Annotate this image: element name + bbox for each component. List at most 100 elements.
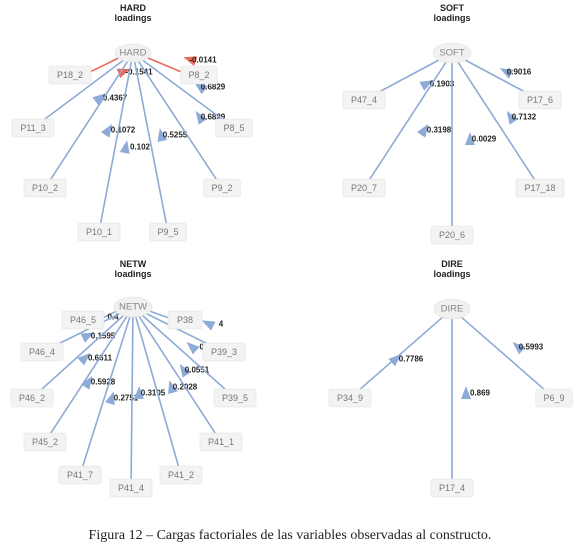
edge-arrowhead	[195, 110, 208, 125]
panel-subtitle: loadings	[433, 13, 470, 23]
loading-edge	[49, 313, 120, 349]
edge-arrowhead	[499, 68, 514, 79]
edge-arrowhead	[80, 375, 93, 390]
panel-title: HARD	[120, 3, 146, 13]
indicator-node: P17_4	[430, 478, 474, 498]
construct-label: DIRE	[441, 304, 464, 315]
panel-title: NETW	[120, 259, 147, 269]
indicator-label: P41_2	[168, 470, 194, 480]
loading-edge	[142, 59, 228, 124]
loading-value: 0.1903	[430, 80, 455, 89]
indicator-label: P47_4	[351, 95, 377, 105]
indicator-label: P41_7	[67, 470, 93, 480]
indicator-label: P10_1	[86, 227, 112, 237]
indicator-label: P46_4	[29, 347, 55, 357]
panel-netw: NETWloadings0.40.15950.66110.59280.27510…	[10, 259, 257, 498]
loading-edge	[457, 62, 536, 181]
loading-value: 0.4367	[103, 94, 128, 103]
edge-arrowhead	[100, 123, 113, 138]
indicator-node: P46_4	[20, 342, 64, 362]
edge-arrowhead	[119, 140, 130, 154]
loading-edge	[133, 61, 168, 224]
indicator-node: P41_1	[199, 432, 243, 452]
edge-arrowhead	[461, 386, 471, 399]
loading-edge	[138, 316, 217, 435]
edge-arrowhead	[133, 386, 144, 400]
indicator-node: P9_2	[203, 178, 241, 198]
edge-arrowhead	[388, 354, 402, 367]
loading-value: 0.6829	[201, 83, 226, 92]
indicator-node: P46_5	[61, 310, 105, 330]
indicator-node: P45_2	[23, 432, 67, 452]
indicator-node: P6_9	[535, 388, 573, 408]
indicator-node: P47_4	[342, 90, 386, 110]
indicator-label: P41_1	[208, 437, 234, 447]
loading-edge	[461, 316, 548, 393]
panel-subtitle: loadings	[114, 13, 151, 23]
loading-value: 0.1072	[111, 126, 136, 135]
edge-arrowhead	[512, 342, 526, 355]
loading-value: -0.1541	[125, 68, 153, 77]
indicator-node: P41_4	[109, 478, 153, 498]
indicator-label: P20_7	[351, 183, 377, 193]
loading-value: 0.0029	[472, 135, 497, 144]
loading-value: 0.3105	[141, 389, 166, 398]
loading-value: 0.5993	[519, 343, 544, 352]
indicator-node: P41_2	[159, 465, 203, 485]
construct-label: HARD	[120, 48, 147, 59]
loading-edge	[149, 310, 169, 319]
loading-edge	[39, 59, 124, 124]
construct-node: SOFT	[432, 42, 472, 64]
loading-edge	[49, 316, 128, 435]
loading-edge	[356, 316, 443, 393]
indicator-label: P41_4	[118, 483, 144, 493]
indicator-label: P34_9	[337, 393, 363, 403]
indicator-label: P8_2	[188, 70, 209, 80]
loading-value: 0.9016	[507, 68, 532, 77]
loading-edge	[146, 313, 217, 349]
indicator-label: P17_6	[527, 95, 553, 105]
loading-edge	[81, 316, 131, 467]
edge-arrowhead	[80, 332, 95, 343]
indicator-label: P46_2	[19, 393, 45, 403]
indicator-node: P17_18	[515, 178, 565, 198]
indicator-label: P6_9	[543, 393, 564, 403]
loadings-diagram: HARDloadings-0.15410.43670.10720.1020.52…	[10, 3, 573, 498]
loading-value: 0.869	[470, 389, 491, 398]
indicator-node: P11_3	[11, 118, 55, 138]
indicator-label: P17_4	[439, 483, 465, 493]
loading-edge	[464, 59, 533, 97]
indicator-node: P39_5	[213, 388, 257, 408]
figure-caption: Figura 12 – Cargas factoriales de las va…	[88, 528, 492, 543]
edge-arrowhead	[92, 93, 106, 106]
edge-arrowhead	[179, 363, 192, 378]
loading-value: 0.1595	[91, 332, 116, 341]
construct-node: HARD	[114, 43, 152, 63]
indicator-node: P10_1	[77, 222, 121, 242]
indicator-node: P20_6	[430, 225, 474, 245]
edge-arrowhead	[194, 82, 208, 95]
loading-value: 0.5255	[163, 131, 188, 140]
loading-edge	[130, 316, 134, 480]
loading-value: 0.2751	[114, 394, 139, 403]
loading-edge	[147, 57, 183, 73]
loading-edge	[102, 310, 117, 319]
edge-arrowhead	[419, 80, 434, 91]
loading-value: 0.102	[130, 143, 151, 152]
loading-edge	[371, 59, 440, 97]
indicator-node: P9_5	[149, 222, 187, 242]
indicator-node: P39_3	[202, 342, 246, 362]
edge-arrowhead	[157, 128, 168, 142]
indicator-label: P46_5	[70, 315, 96, 325]
loading-value: 0.7786	[399, 355, 424, 364]
panel-hard: HARDloadings-0.15410.43670.10720.1020.52…	[11, 3, 253, 242]
indicator-node: P18_2	[48, 65, 92, 85]
loading-edge	[368, 62, 447, 181]
panel-subtitle: loadings	[114, 269, 151, 279]
edge-arrowhead	[168, 380, 178, 395]
indicator-label: P39_3	[211, 347, 237, 357]
indicator-node: P41_7	[58, 465, 102, 485]
indicator-label: P20_6	[439, 230, 465, 240]
loading-edge	[49, 61, 129, 181]
indicator-label: P9_5	[157, 227, 178, 237]
